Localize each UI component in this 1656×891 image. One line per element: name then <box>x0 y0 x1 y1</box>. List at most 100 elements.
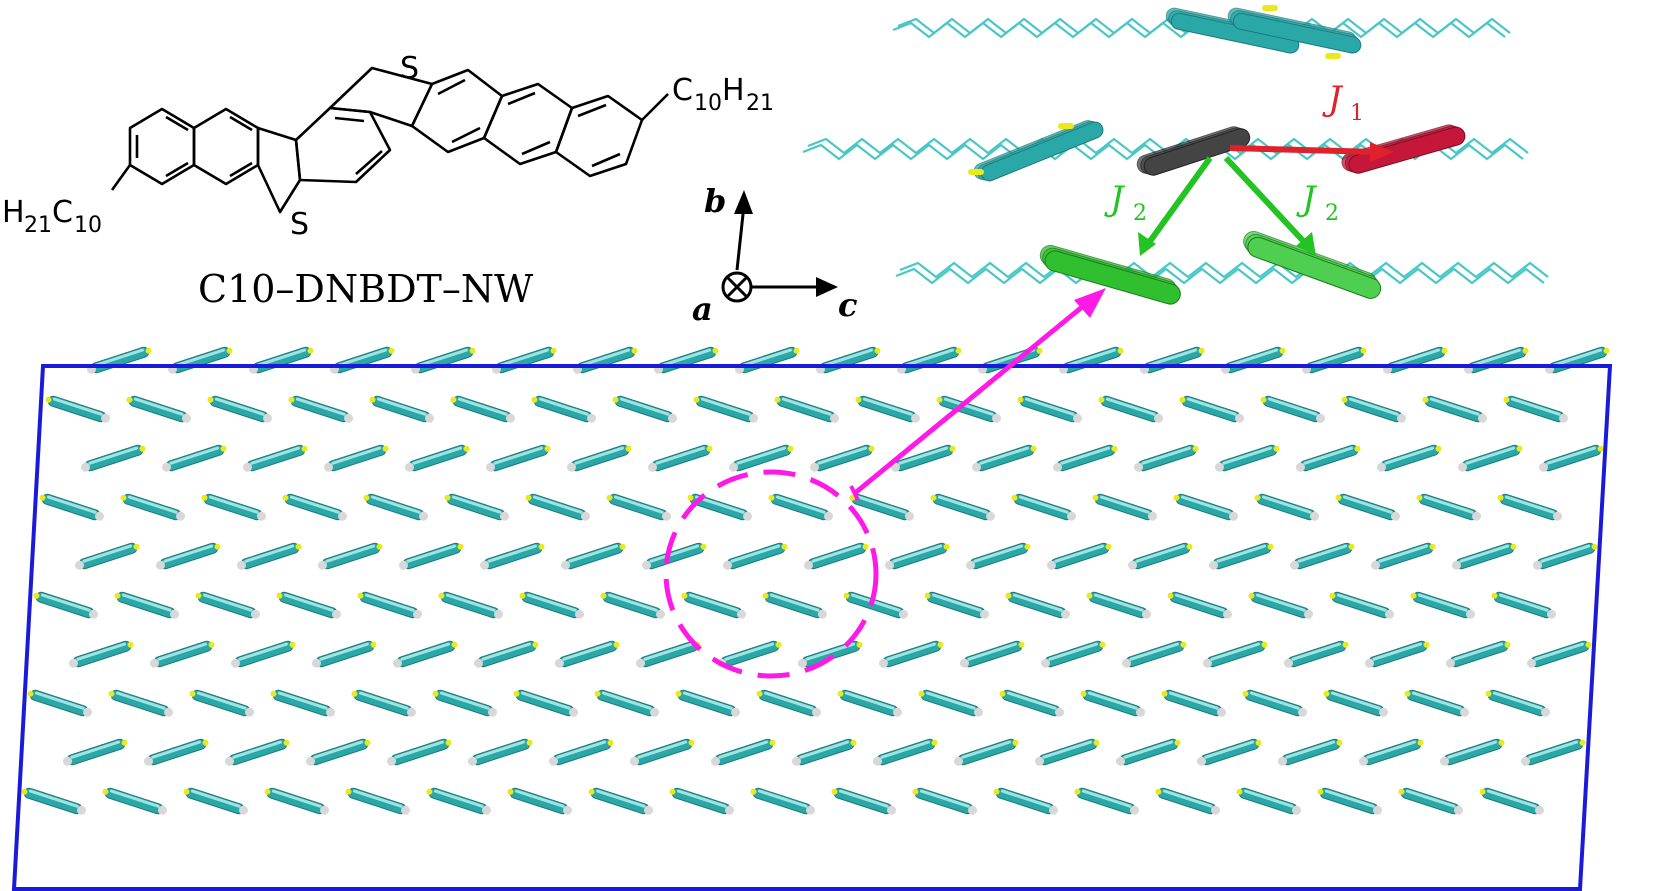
lattice-molecule <box>525 493 591 521</box>
sulfur-tip <box>1262 5 1278 11</box>
lattice-molecule <box>600 591 666 619</box>
lattice-molecule <box>1040 640 1106 668</box>
lattice-molecule <box>872 738 938 766</box>
lattice-molecule <box>999 689 1065 717</box>
sulfur-tip <box>968 169 984 175</box>
lattice-molecule <box>878 640 944 668</box>
a-axis-into-page-icon <box>721 271 753 303</box>
lattice-molecule <box>108 689 174 717</box>
b-axis-arrow <box>735 204 746 271</box>
svg-text:21: 21 <box>24 213 52 238</box>
lattice-molecule <box>1283 640 1349 668</box>
lattice-molecule <box>410 346 476 374</box>
lattice-molecule <box>918 689 984 717</box>
pointer-arrow-head <box>1074 288 1106 318</box>
substituent-left: H 21 C 10 <box>2 195 102 238</box>
lattice-molecule <box>1260 395 1326 423</box>
lattice-molecule <box>485 444 551 472</box>
lattice-molecule <box>1317 787 1383 815</box>
molecular-lattice <box>21 346 1610 815</box>
inset-molecule-core <box>1232 12 1362 54</box>
lattice-molecule <box>1005 591 1071 619</box>
lattice-molecule <box>606 493 672 521</box>
lattice-molecule <box>1080 689 1146 717</box>
lattice-molecule <box>39 493 105 521</box>
pointer-stem-cap <box>849 485 860 501</box>
lattice-molecule <box>965 542 1031 570</box>
lattice-molecule <box>1439 738 1505 766</box>
lattice-molecule <box>687 493 753 521</box>
lattice-molecule <box>1074 787 1140 815</box>
lattice-molecule <box>432 689 498 717</box>
lattice-molecule <box>305 738 371 766</box>
axis-indicator <box>721 190 838 303</box>
lattice-molecule <box>629 738 695 766</box>
lattice-molecule <box>675 689 741 717</box>
ring-a <box>128 107 196 186</box>
lattice-molecule <box>345 787 411 815</box>
lattice-molecule <box>102 787 168 815</box>
lattice-molecule <box>953 738 1019 766</box>
lattice-molecule <box>831 787 897 815</box>
lattice-molecule <box>647 444 713 472</box>
sulfur-tip <box>1058 123 1074 129</box>
lattice-molecule <box>797 640 863 668</box>
lattice-molecule <box>45 395 111 423</box>
svg-text:10: 10 <box>74 213 102 238</box>
alkyl-chain <box>895 267 1545 285</box>
lattice-molecule <box>774 395 840 423</box>
lattice-molecule <box>1046 542 1112 570</box>
lattice-molecule <box>1115 738 1181 766</box>
lattice-molecule <box>80 444 146 472</box>
svg-text:C: C <box>52 195 73 230</box>
lattice-molecule <box>1479 787 1545 815</box>
lattice-molecule <box>1133 444 1199 472</box>
lattice-molecule <box>641 542 707 570</box>
lattice-molecule <box>1034 738 1100 766</box>
lattice-molecule <box>635 640 701 668</box>
lattice-molecule <box>1370 542 1436 570</box>
lattice-molecule <box>1098 395 1164 423</box>
svg-text:2: 2 <box>1133 201 1147 226</box>
axis-label-c: c <box>838 286 857 324</box>
lattice-molecule <box>722 542 788 570</box>
inset-molecule-core <box>1348 126 1466 174</box>
svg-text:J: J <box>1322 79 1344 119</box>
lattice-molecule <box>27 689 93 717</box>
lattice-molecule <box>843 591 909 619</box>
lattice-molecule <box>693 395 759 423</box>
lattice-molecule <box>1532 542 1598 570</box>
lattice-molecule <box>1376 444 1442 472</box>
lattice-molecule <box>1208 542 1274 570</box>
j2-label-left: J 2 <box>1104 179 1147 226</box>
lattice-molecule <box>1161 689 1227 717</box>
lattice-molecule <box>1364 640 1430 668</box>
lattice-molecule <box>270 689 336 717</box>
lattice-molecule <box>750 787 816 815</box>
lattice-molecule <box>74 542 140 570</box>
lattice-molecule <box>426 787 492 815</box>
lattice-molecule <box>195 591 261 619</box>
lattice-molecule <box>612 395 678 423</box>
lattice-molecule <box>519 591 585 619</box>
lattice-molecule <box>323 444 389 472</box>
lattice-molecule <box>167 346 233 374</box>
lattice-molecule <box>491 346 557 374</box>
lattice-molecule <box>183 787 249 815</box>
lattice-molecule <box>513 689 579 717</box>
lattice-molecule <box>155 542 221 570</box>
lattice-molecule <box>855 395 921 423</box>
lattice-molecule <box>86 346 152 374</box>
lattice-molecule <box>1323 689 1389 717</box>
lattice-molecule <box>1121 640 1187 668</box>
alkyl-chain <box>899 261 1549 279</box>
lattice-molecule <box>1497 493 1563 521</box>
pointer-arrow <box>853 305 1084 495</box>
lattice-molecule <box>1086 591 1152 619</box>
lattice-molecule <box>1092 493 1158 521</box>
unit-cell-box <box>11 364 1613 891</box>
lattice-molecule <box>653 346 719 374</box>
lattice-molecule <box>884 542 950 570</box>
